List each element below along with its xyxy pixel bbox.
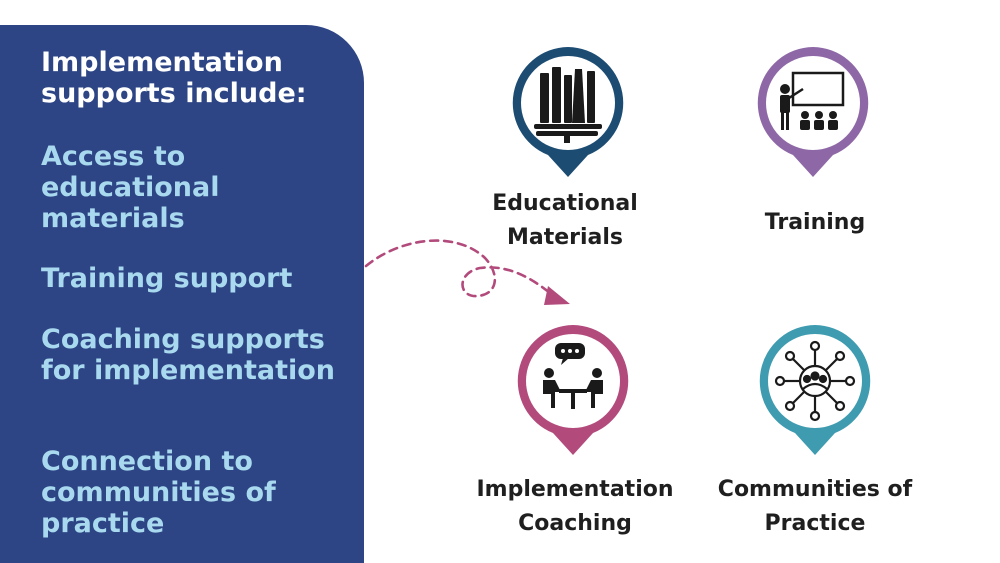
label-line: Educational xyxy=(492,191,638,216)
books-icon xyxy=(534,67,602,143)
implementation-coaching-label: Implementation Coaching xyxy=(455,473,695,541)
presenter-icon xyxy=(780,71,845,130)
coaching-meeting-icon xyxy=(543,343,603,409)
supports-panel: Implementation supports include: Access … xyxy=(0,25,364,563)
panel-item-materials: Access to educational materials xyxy=(41,141,220,234)
panel-item-training: Training support xyxy=(41,263,293,294)
educational-materials-pin xyxy=(512,47,624,177)
label-line: Materials xyxy=(506,225,624,250)
label-line: Communities of xyxy=(717,477,913,502)
educational-materials-label: Educational Materials xyxy=(445,187,685,255)
communities-of-practice-label: Communities of Practice xyxy=(695,473,935,541)
label-line: Implementation xyxy=(476,477,674,502)
label-line: Practice xyxy=(764,511,866,536)
training-label: Training xyxy=(695,206,935,240)
communities-of-practice-pin xyxy=(759,325,871,455)
label-line: Coaching xyxy=(518,511,632,536)
network-community-icon xyxy=(774,340,856,422)
implementation-coaching-pin xyxy=(517,325,629,455)
panel-item-coaching: Coaching supports for implementation xyxy=(41,324,336,386)
panel-item-communities: Connection to communities of practice xyxy=(41,446,276,539)
label-line: Training xyxy=(764,210,866,235)
dashed-loop-arrow xyxy=(364,239,570,305)
panel-title: Implementation supports include: xyxy=(41,47,307,109)
training-pin xyxy=(757,47,869,177)
